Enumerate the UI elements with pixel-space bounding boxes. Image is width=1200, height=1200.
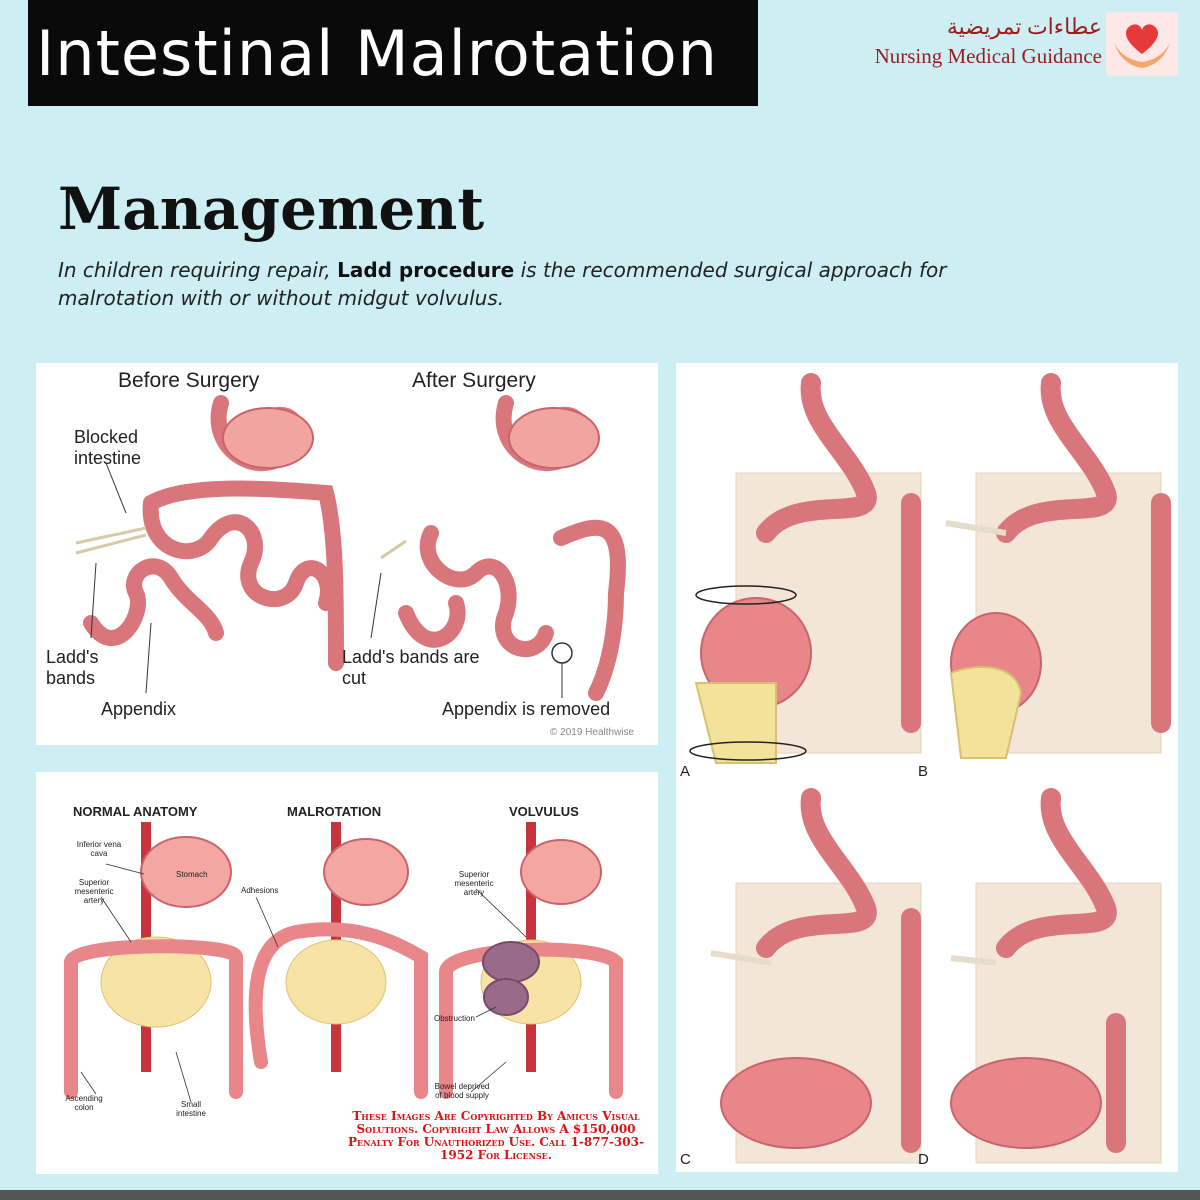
bowel-deprived-label: Bowel deprived of blood supply — [434, 1082, 490, 1100]
brand-arabic: عطاءات تمريضية — [946, 14, 1102, 39]
figure-anatomy-comparison: NORMAL ANATOMY MALROTATION VOLVULUS Infe… — [36, 772, 658, 1174]
anatomy-illustration — [64, 822, 623, 1103]
malrotation-title: MALROTATION — [287, 804, 382, 819]
before-surgery-title: Before Surgery — [118, 369, 260, 392]
copyright-notice: These Images Are Copyrighted By Amicus V… — [348, 1109, 644, 1162]
sma-left-label: Superior mesenteric artery — [74, 878, 114, 905]
volvulus-title: VOLVULUS — [509, 804, 579, 819]
brand-english: Nursing Medical Guidance — [874, 44, 1102, 68]
blocked-intestine-label: Blocked intestine — [74, 427, 142, 468]
step-c-label: C — [680, 1151, 691, 1168]
step-d-label: D — [918, 1151, 929, 1168]
ladd-steps-illustration — [689, 373, 1171, 1164]
sma-right-label: Superior mesenteric artery — [454, 870, 494, 897]
heart-hands-logo-icon — [1106, 12, 1178, 76]
healthwise-credit: © 2019 Healthwise — [550, 727, 635, 738]
step-a-label: A — [680, 763, 691, 780]
before-after-illustration — [75, 395, 626, 701]
obstruction-label: Obstruction — [434, 1014, 475, 1023]
ladds-bands-label: Ladd's bands — [46, 647, 99, 688]
section-heading: Management — [58, 175, 485, 243]
adhesions-label: Adhesions — [241, 886, 279, 895]
ascending-colon-label: Ascending colon — [65, 1094, 103, 1112]
title-bar: Intestinal Malrotation — [28, 0, 758, 106]
appendix-removed-label: Appendix is removed — [442, 699, 611, 719]
after-surgery-title: After Surgery — [412, 369, 536, 392]
page-title: Intestinal Malrotation — [36, 16, 718, 90]
figure-before-after: Before Surgery After Surgery Blocked int… — [36, 363, 658, 745]
step-b-label: B — [918, 763, 929, 780]
bottom-bar — [0, 1190, 1200, 1200]
bands-cut-label: Ladd's bands are cut — [342, 647, 480, 688]
figure-ladd-steps: A B C D — [676, 363, 1178, 1172]
stomach-label: Stomach — [176, 870, 208, 879]
ivc-label: Inferior vena cava — [76, 840, 122, 858]
intro-text-end: is the recommended surgical approach for… — [58, 258, 947, 310]
intro-text-start: In children requiring repair, — [58, 258, 338, 282]
brand-block: عطاءات تمريضية Nursing Medical Guidance — [875, 14, 1102, 69]
appendix-label: Appendix — [101, 699, 177, 719]
small-intestine-label: Small intestine — [176, 1100, 206, 1118]
intro-bold: Ladd procedure — [337, 258, 515, 282]
normal-anatomy-title: NORMAL ANATOMY — [73, 804, 198, 819]
section-intro: In children requiring repair, Ladd proce… — [58, 256, 998, 312]
